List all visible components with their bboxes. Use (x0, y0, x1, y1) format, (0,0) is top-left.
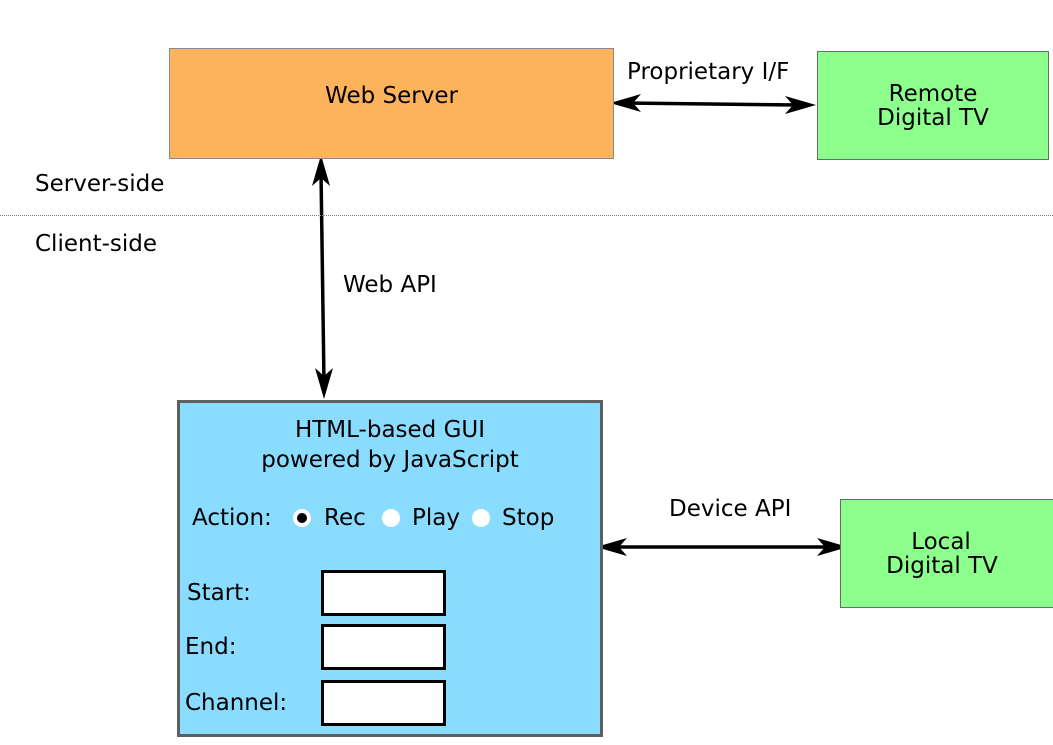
local-tv-label-line1: Local (911, 528, 971, 555)
gui-title-line2: powered by JavaScript (261, 447, 519, 473)
action-label: Action: (192, 505, 272, 531)
end-field-label: End: (185, 634, 237, 660)
web-api-label: Web API (343, 272, 437, 298)
remote-tv-label-line1: Remote (888, 80, 978, 107)
start-input[interactable] (321, 570, 446, 616)
play-radio[interactable] (382, 509, 400, 527)
channel-field-label: Channel: (185, 690, 288, 716)
gui-title-line1: HTML-based GUI (294, 417, 486, 443)
proprietary-arrow (625, 101, 801, 107)
web-server-node: Web Server (169, 48, 614, 159)
proprietary-arrow-head-right (785, 96, 816, 114)
local-digital-tv-node: Local Digital TV (840, 499, 1053, 608)
web-api-arrow-head-top (312, 155, 330, 186)
remote-tv-label-line2: Digital TV (877, 104, 989, 131)
proprietary-arrow-head-left (610, 94, 641, 112)
local-tv-label-line2: Digital TV (886, 552, 998, 579)
play-option-label: Play (412, 505, 460, 531)
rec-radio[interactable] (293, 509, 311, 527)
device-api-label: Device API (669, 496, 792, 522)
proprietary-if-label: Proprietary I/F (627, 59, 790, 85)
stop-option-label: Stop (502, 505, 555, 531)
remote-digital-tv-node: Remote Digital TV (817, 51, 1049, 160)
channel-input[interactable] (321, 680, 446, 726)
web-api-arrow-head-bottom (315, 368, 333, 399)
rec-option-label: Rec (324, 505, 366, 531)
end-input[interactable] (321, 624, 446, 670)
server-client-divider (0, 215, 1053, 216)
html-gui-panel: HTML-based GUI powered by JavaScript Act… (177, 400, 603, 737)
web-server-label: Web Server (325, 82, 458, 109)
start-field-label: Start: (187, 580, 251, 606)
client-side-label: Client-side (35, 231, 158, 257)
stop-radio[interactable] (472, 509, 490, 527)
web-api-arrow (319, 171, 326, 383)
server-side-label: Server-side (35, 171, 165, 197)
